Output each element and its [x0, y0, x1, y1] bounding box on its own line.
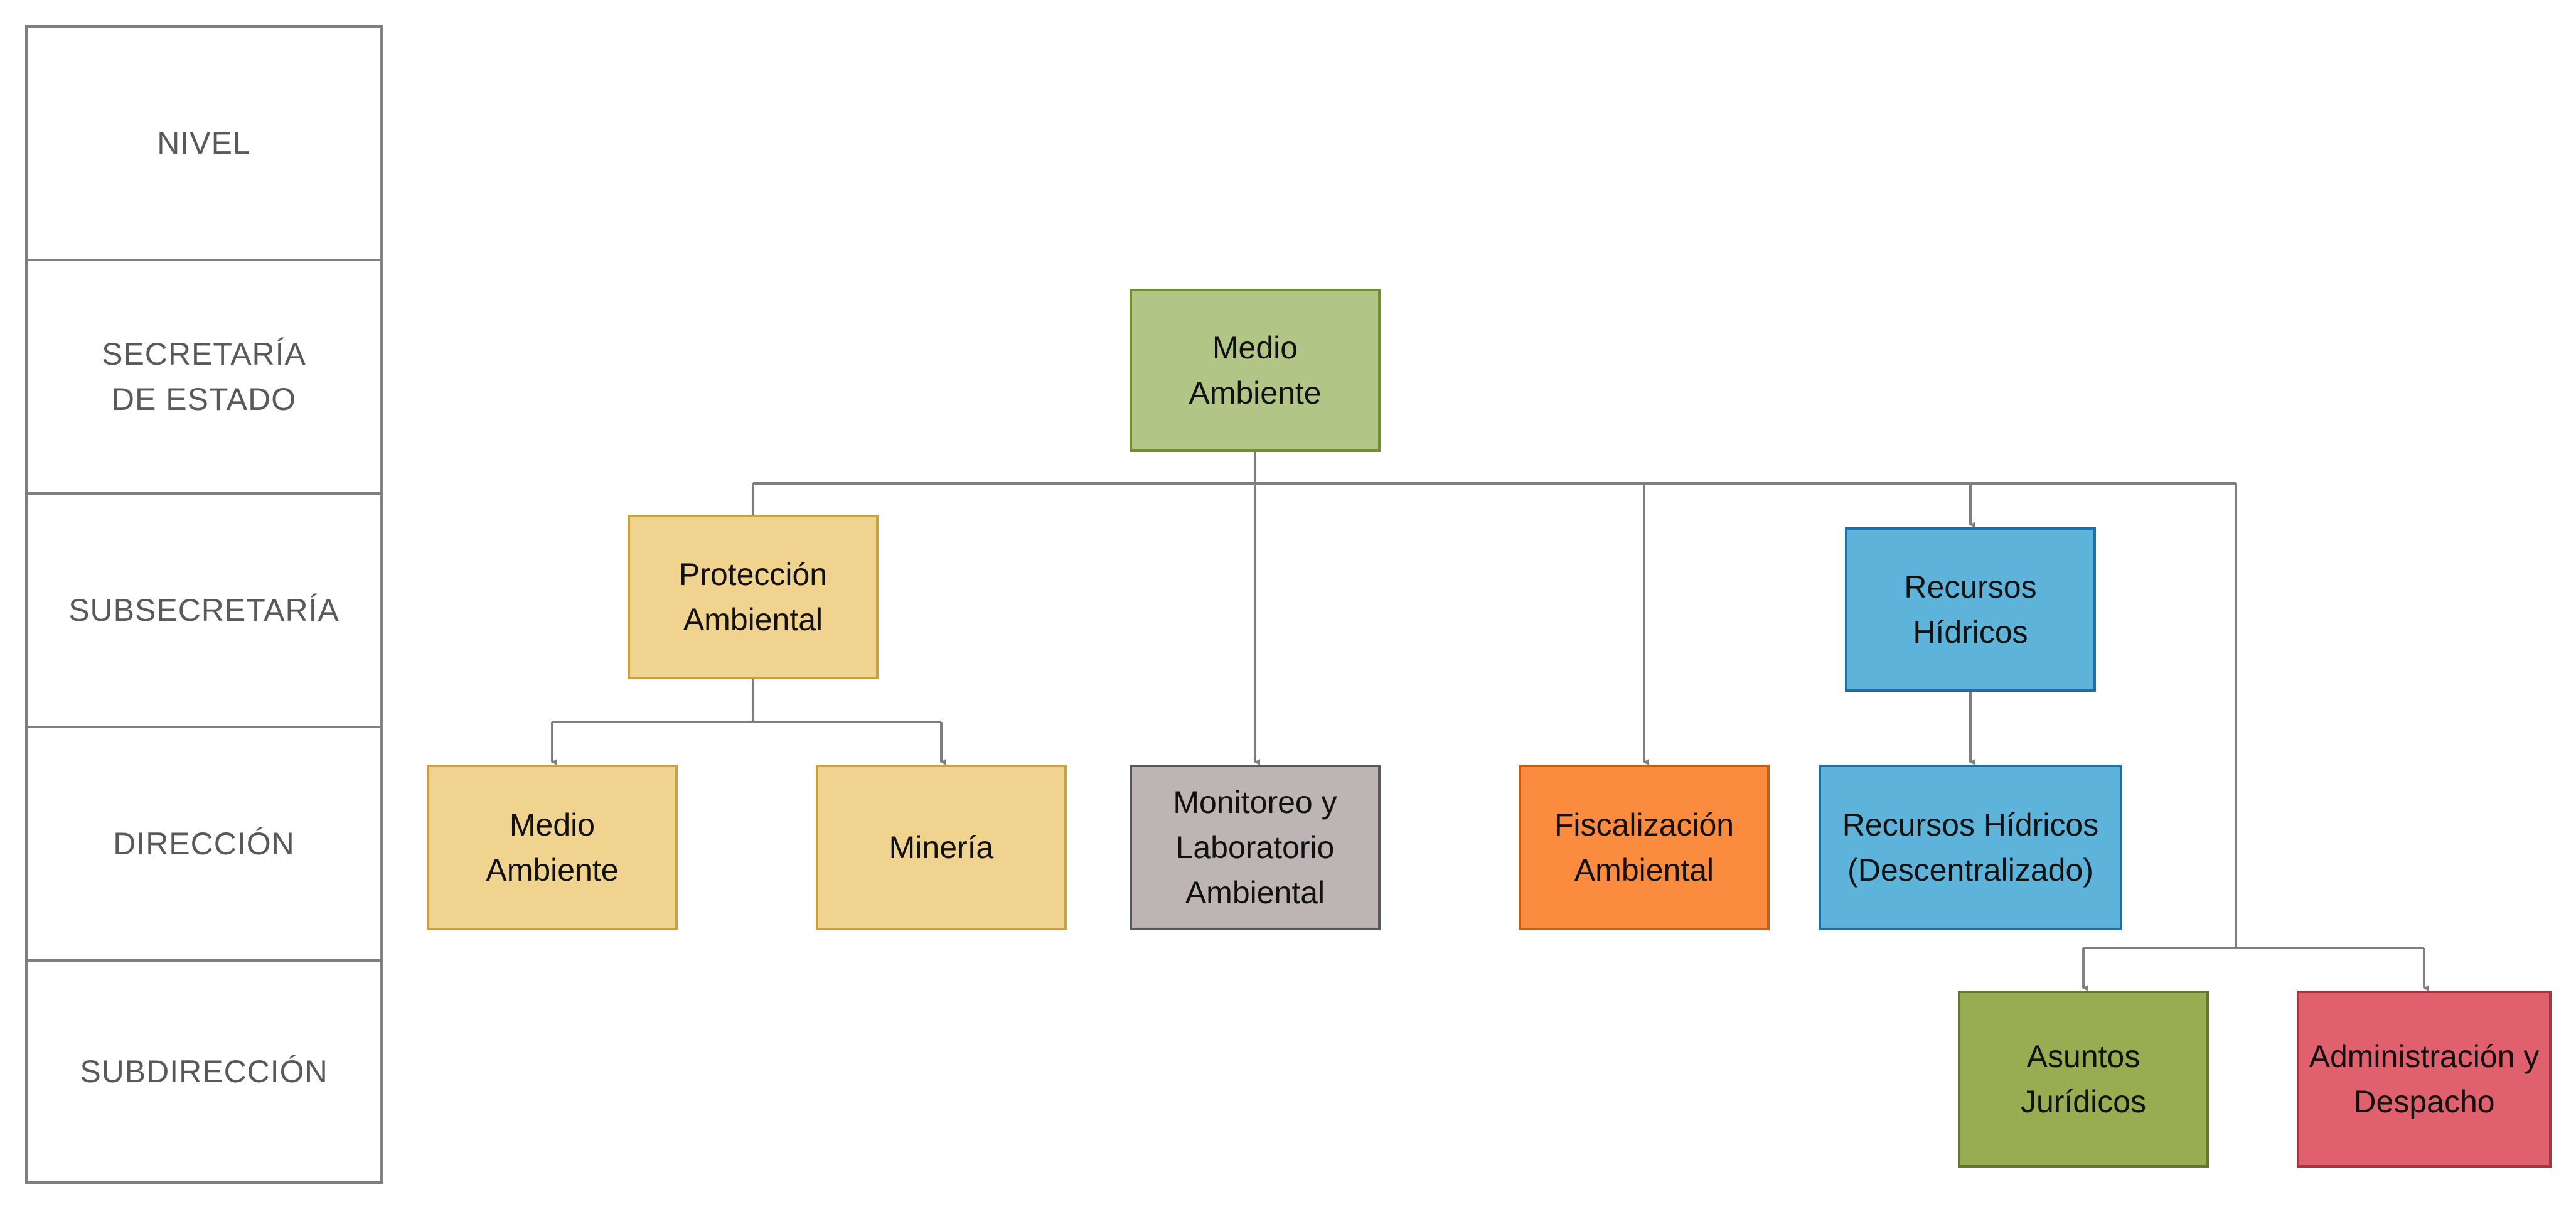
node-label: Minería [889, 830, 994, 865]
node-recursos-hidricos: Recursos Hídricos [1845, 527, 2096, 692]
level-header-label: NIVEL [157, 126, 251, 161]
node-medio-ambiente-root: Medio Ambiente [1130, 289, 1381, 452]
level-row-subdireccion: SUBDIRECCIÓN [25, 959, 383, 1184]
level-row-subsecretaria: SUBSECRETARÍA [25, 492, 383, 728]
node-label: Protección Ambiental [678, 557, 828, 637]
level-row-label: SUBSECRETARÍA [68, 593, 339, 628]
node-administracion-despacho: Administración y Despacho [2297, 991, 2552, 1168]
node-mineria: Minería [816, 765, 1067, 930]
node-label: Recursos Hídricos [1904, 569, 2037, 650]
node-label: Fiscalización Ambiental [1554, 807, 1734, 888]
node-asuntos-juridicos: Asuntos Jurídicos [1958, 991, 2209, 1168]
node-label: Medio Ambiente [1189, 330, 1322, 411]
node-label: Asuntos Jurídicos [2020, 1039, 2147, 1119]
node-monitoreo-laboratorio: Monitoreo y Laboratorio Ambiental [1130, 765, 1381, 930]
node-fiscalizacion-ambiental: Fiscalización Ambiental [1519, 765, 1770, 930]
node-label: Medio Ambiente [486, 807, 619, 888]
level-row-label: SECRETARÍA DE ESTADO [102, 336, 306, 417]
node-recursos-hidricos-descentralizado: Recursos Hídricos (Descentralizado) [1819, 765, 2122, 930]
level-header-cell: NIVEL [25, 25, 383, 261]
level-row-label: SUBDIRECCIÓN [80, 1054, 328, 1089]
node-proteccion-ambiental: Protección Ambiental [628, 515, 879, 679]
node-label: Recursos Hídricos (Descentralizado) [1842, 807, 2099, 888]
node-label: Administración y Despacho [2309, 1039, 2540, 1119]
node-label: Monitoreo y Laboratorio Ambiental [1173, 785, 1337, 910]
level-row-direccion: DIRECCIÓN [25, 726, 383, 962]
node-medio-ambiente-direccion: Medio Ambiente [427, 765, 678, 930]
level-row-label: DIRECCIÓN [113, 826, 295, 861]
level-row-secretaria: SECRETARÍA DE ESTADO [25, 259, 383, 495]
